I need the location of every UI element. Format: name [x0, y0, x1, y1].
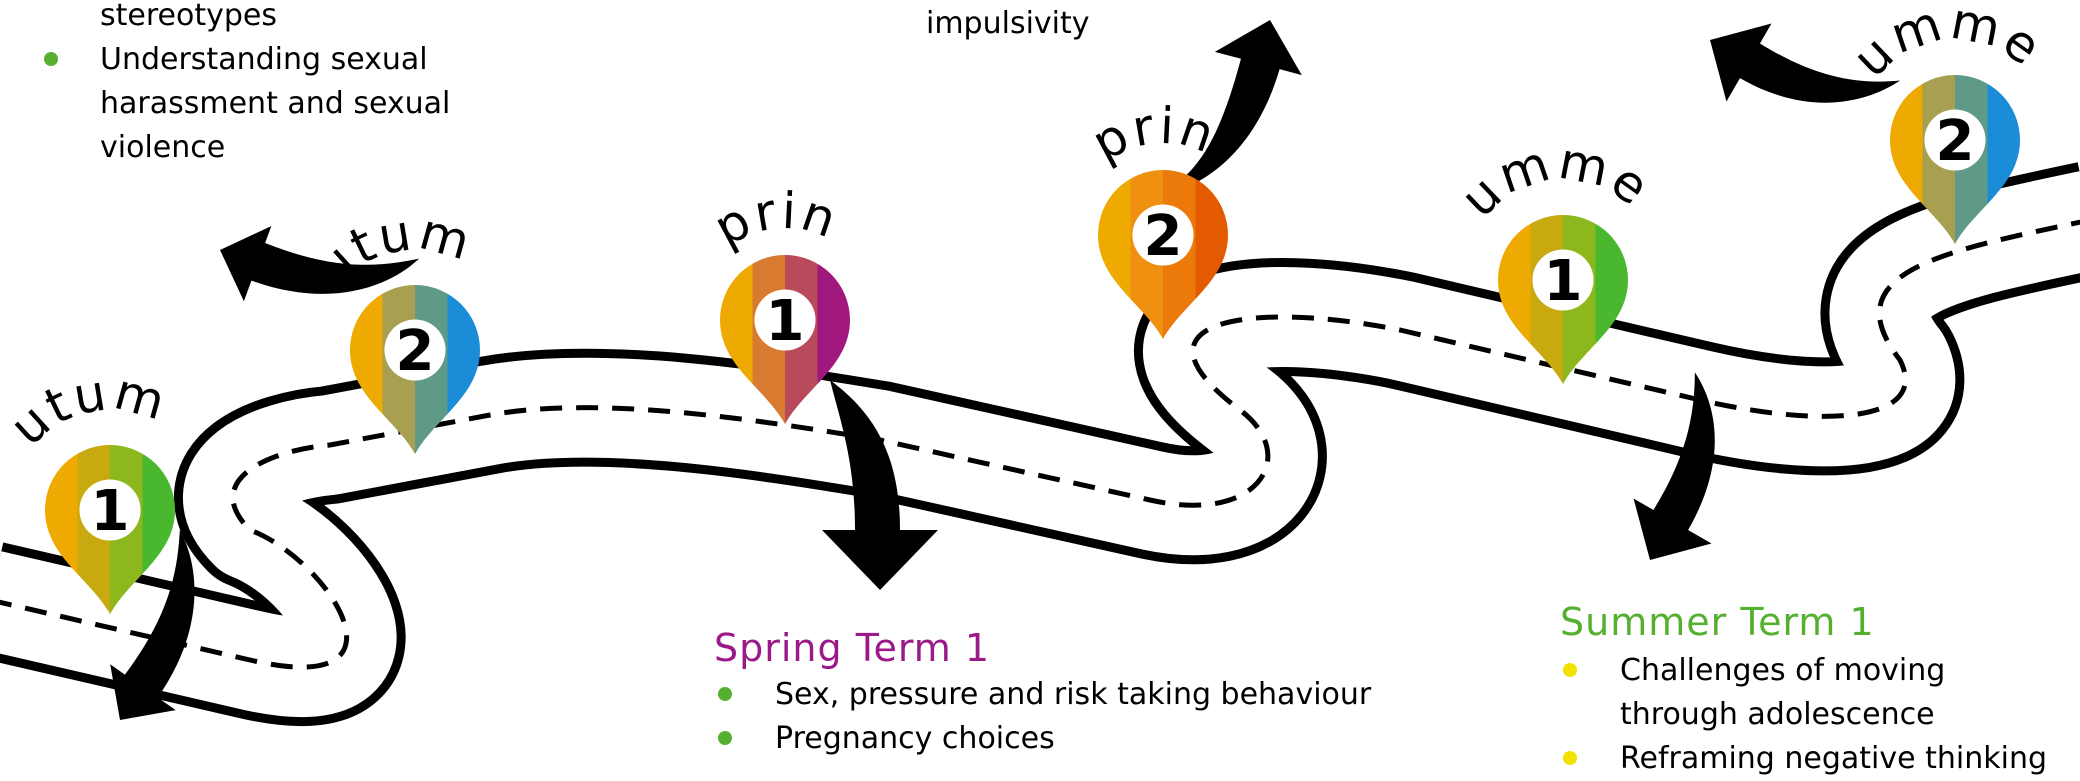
pin-number-circle	[1132, 204, 1194, 266]
arrow-spring-2	[1155, 20, 1302, 197]
pin-number-circle	[1532, 249, 1594, 311]
pin-number-circle	[384, 319, 446, 381]
arrow-autumn-1	[110, 529, 195, 720]
pin-number: 2	[1144, 204, 1183, 269]
list-item-text: Pregnancy choices	[775, 721, 1055, 756]
list-item-text: through adolescence	[1620, 697, 1935, 732]
summer-term-1-heading: Summer Term 1	[1560, 600, 1875, 644]
arrows	[110, 20, 1901, 720]
roadmap-scene: 1Autumn2Autumn1Spring2Spring1Summer2Summ…	[0, 0, 2080, 726]
list-item-text: harassment and sexual	[100, 86, 451, 121]
bullet-dot	[1563, 663, 1577, 677]
list-item-text: Sex, pressure and risk taking behaviour	[775, 677, 1372, 712]
pin-number: 2	[396, 319, 435, 384]
arrow-summer-2	[1710, 23, 1901, 103]
list-item-text: Understanding sexual	[100, 42, 428, 77]
pin-stripe	[1098, 170, 1131, 339]
bullet-dot	[1563, 751, 1577, 765]
spring-term-1-heading: Spring Term 1	[714, 626, 991, 670]
arrow-autumn-2	[220, 226, 420, 302]
arrow-summer-1	[1633, 372, 1715, 560]
bullet-dot	[718, 687, 732, 701]
list-item-text: Challenges of moving	[1620, 653, 1946, 688]
bullet-dot	[718, 731, 732, 745]
pin-number-circle	[754, 289, 816, 351]
pin-number: 1	[1544, 249, 1583, 314]
list-item-text: Reframing negative thinking	[1620, 741, 2048, 776]
pin-number-circle	[79, 479, 141, 541]
pin-number-circle	[1924, 109, 1986, 171]
pin-number: 2	[1936, 109, 1975, 174]
list-item-text: violence	[100, 130, 226, 165]
road-center-line	[0, 219, 2080, 670]
arrow-spring-1	[822, 380, 938, 590]
winding-road	[0, 162, 2080, 726]
top-middle-text: impulsivity	[926, 6, 1090, 41]
pin-number: 1	[91, 479, 130, 544]
pin-number: 1	[766, 289, 805, 354]
bullet-dot	[44, 52, 58, 66]
list-item-text: stereotypes	[100, 0, 277, 33]
